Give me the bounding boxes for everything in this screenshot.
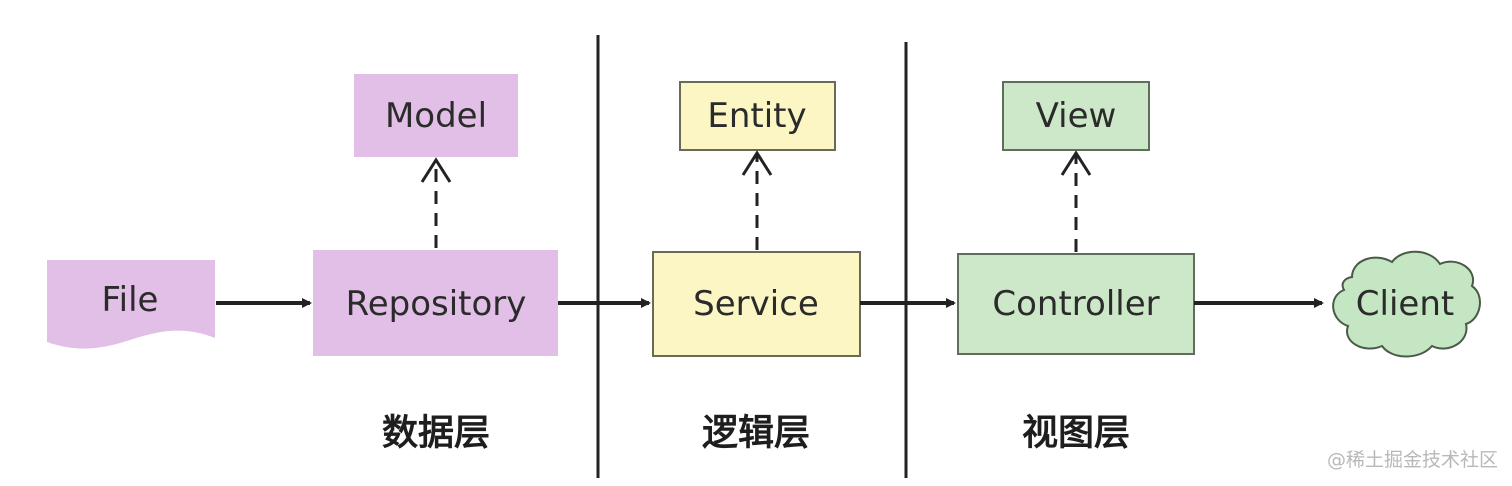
client-label: Client [1356,284,1454,324]
watermark: @稀土掘金技术社区 [1327,449,1498,471]
chevron-up-icon [741,150,773,176]
view-label: View [1036,96,1117,136]
view-box [1002,81,1150,151]
model-node: Model [354,74,518,157]
view-node: View [1002,81,1150,151]
repository-node: Repository [313,250,558,356]
entity-node: Entity [679,81,836,151]
entity-box [679,81,836,151]
client-node: Client [1332,250,1481,358]
dashed-arrow-service-to-entity [741,150,773,250]
service-node: Service [652,251,861,357]
controller-node: Controller [957,253,1195,355]
model-box [354,74,518,157]
chevron-up-icon [1060,150,1092,176]
file-node: File [47,260,215,349]
repository-label: Repository [346,284,527,324]
client-cloud-shape [1332,250,1481,358]
controller-label: Controller [992,284,1159,324]
entity-label: Entity [707,96,806,136]
chevron-up-icon [420,157,452,183]
layer-label-data: 数据层 [382,413,490,454]
model-label: Model [385,96,487,136]
layer-label-view: 视图层 [1022,413,1130,454]
file-label: File [102,280,159,320]
file-shape [47,260,215,349]
dashed-arrow-controller-to-view [1060,150,1092,252]
layer-label-logic: 逻辑层 [702,413,810,454]
repository-box [313,250,558,356]
service-label: Service [693,284,819,324]
dashed-arrow-repository-to-model [420,157,452,248]
service-box [652,251,861,357]
